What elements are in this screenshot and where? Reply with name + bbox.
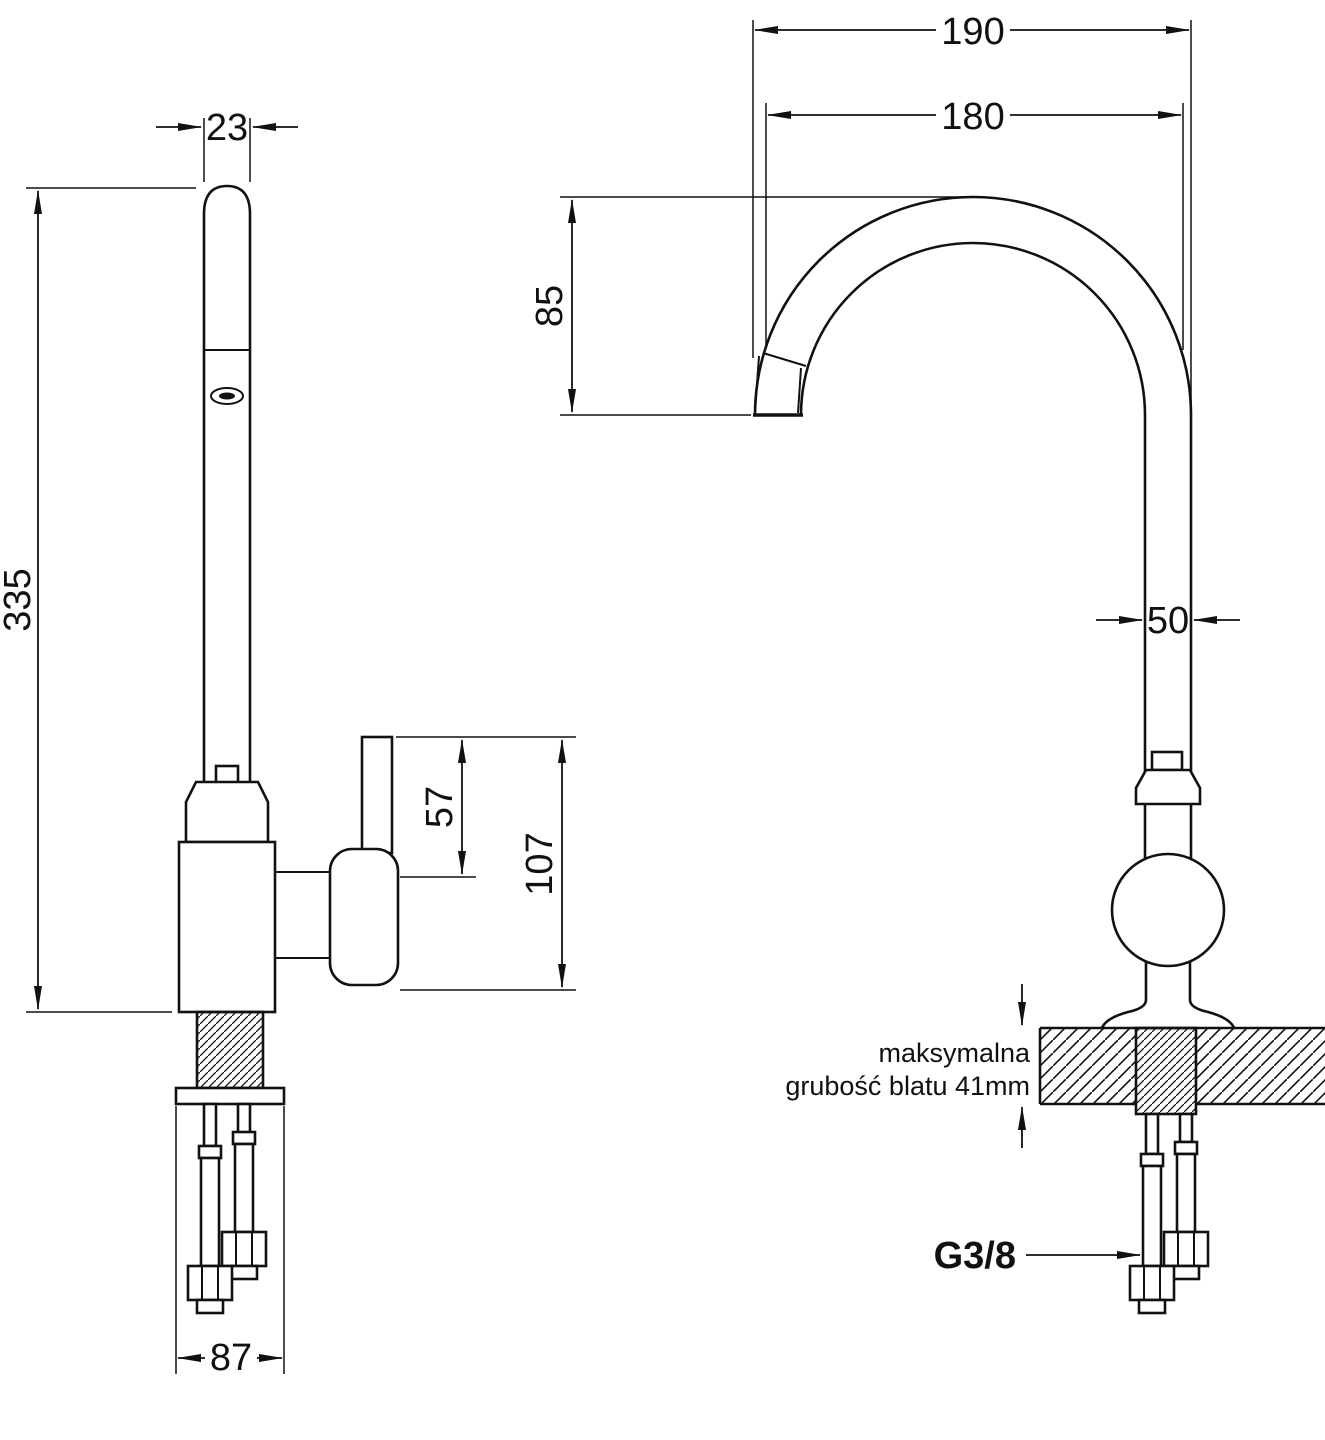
side-view-dimensions: 23 335 57 107 87 bbox=[0, 107, 576, 1379]
threaded-shank bbox=[195, 1010, 265, 1090]
spout-pipe bbox=[202, 184, 252, 788]
base-plate bbox=[174, 1086, 286, 1106]
dim-spout-reach-inner-label: 180 bbox=[941, 96, 1004, 138]
dim-handle-height: 57 bbox=[396, 736, 576, 878]
dim-total-height: 335 bbox=[0, 187, 196, 1013]
dim-base-width: 87 bbox=[175, 1106, 285, 1379]
dim-tube-width: 50 bbox=[1096, 600, 1240, 642]
supply-hose bbox=[1141, 1164, 1163, 1268]
dim-total-height-label: 335 bbox=[0, 568, 39, 631]
dim-spout-drop-label: 85 bbox=[529, 285, 571, 327]
thread-callout: G3/8 bbox=[934, 1235, 1141, 1277]
dim-base-width-label: 87 bbox=[210, 1337, 252, 1379]
dim-spout-reach-outer: 190 bbox=[752, 11, 1192, 410]
side-view bbox=[174, 184, 400, 1315]
hex-nut bbox=[220, 1230, 268, 1268]
countertop-section-right bbox=[1196, 1028, 1325, 1104]
supply-hose bbox=[199, 1156, 221, 1268]
dim-body-height-label: 107 bbox=[519, 832, 561, 895]
dim-tube-width-label: 50 bbox=[1147, 600, 1189, 642]
countertop-section-left bbox=[1040, 1028, 1136, 1104]
hex-nut bbox=[186, 1264, 234, 1302]
hex-nut bbox=[1128, 1264, 1176, 1302]
dim-handle-height-label: 57 bbox=[419, 786, 461, 828]
counter-note-line2: grubość blatu 41mm bbox=[785, 1071, 1030, 1101]
hex-nut bbox=[1162, 1230, 1210, 1268]
pipe-joint bbox=[1150, 750, 1184, 772]
handle-lever bbox=[360, 735, 394, 855]
dim-spout-width: 23 bbox=[156, 107, 298, 182]
faucet-body bbox=[177, 840, 277, 1014]
front-view bbox=[753, 195, 1325, 1315]
aerator-core-icon bbox=[219, 392, 235, 400]
supply-hose bbox=[1175, 1152, 1197, 1234]
dim-spout-reach-outer-label: 190 bbox=[941, 11, 1004, 53]
gooseneck-spout bbox=[753, 195, 1193, 882]
front-view-dimensions: 190 180 85 50 maksymalna bbox=[529, 11, 1240, 1277]
threaded-shank-front bbox=[1134, 1026, 1198, 1116]
mixing-joint-sphere bbox=[1110, 852, 1226, 968]
dim-body-height: 107 bbox=[400, 739, 576, 991]
counter-note-line1: maksymalna bbox=[878, 1038, 1031, 1068]
collar bbox=[184, 780, 270, 844]
supply-hose bbox=[233, 1142, 255, 1234]
thread-size-label: G3/8 bbox=[934, 1235, 1016, 1277]
handle-housing bbox=[328, 847, 400, 987]
dim-spout-drop: 85 bbox=[529, 196, 973, 416]
dim-spout-width-label: 23 bbox=[206, 107, 248, 149]
dim-spout-reach-inner: 180 bbox=[765, 96, 1184, 350]
collar bbox=[1134, 768, 1202, 806]
